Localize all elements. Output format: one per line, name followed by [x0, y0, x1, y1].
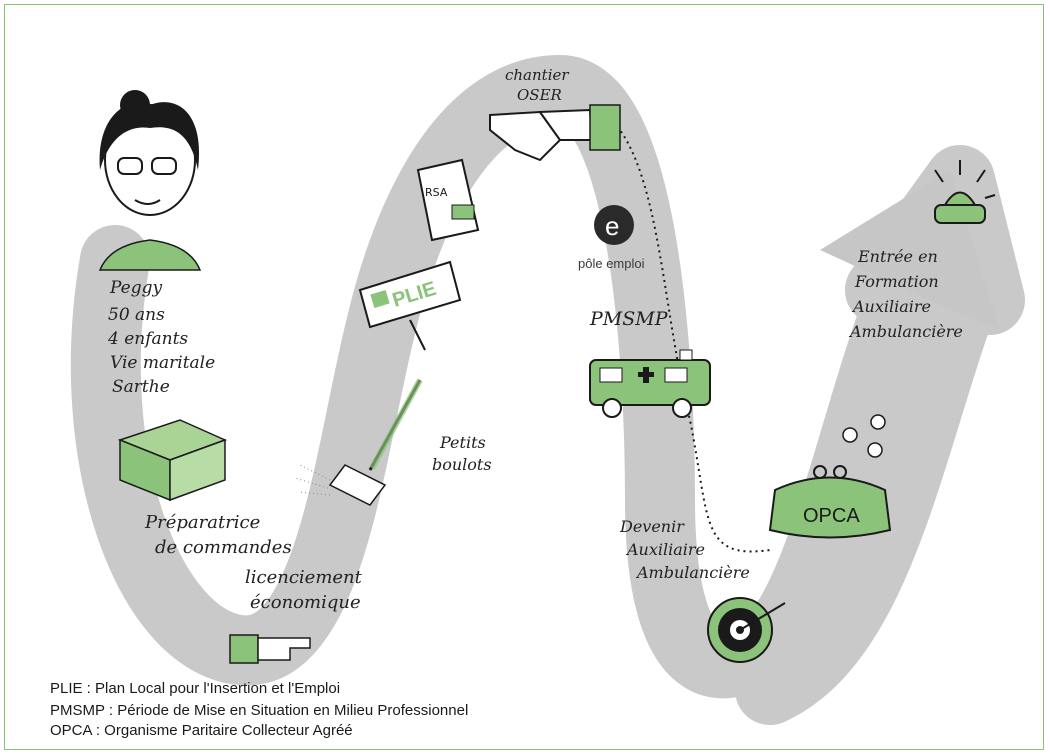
person-details: Peggy 50 ans 4 enfants Vie maritale Sart…	[107, 278, 215, 397]
petty-jobs-line2: boulots	[432, 455, 492, 474]
training-line3: Auxiliaire	[851, 297, 931, 316]
box-icon	[117, 419, 228, 502]
purse-icon: OPCA	[768, 465, 892, 539]
person-marital: Vie maritale	[110, 353, 215, 373]
pointing-hand-icon	[229, 634, 311, 664]
chantier-line1: chantier	[505, 66, 569, 84]
layoff-label-line1: licenciement	[245, 567, 363, 588]
broom-icon	[294, 378, 423, 506]
diagram-frame	[4, 4, 1044, 750]
job1-label-line2: de commandes	[155, 537, 292, 558]
ambulance-icon	[589, 349, 711, 418]
opca-purse-label: OPCA	[803, 505, 860, 527]
person-location: Sarthe	[112, 377, 170, 397]
pole-emploi-label: pôle emploi	[578, 256, 645, 271]
goal-line3: Ambulancière	[635, 563, 750, 582]
person-children: 4 enfants	[107, 329, 188, 349]
career-path-road	[70, 55, 1025, 725]
pole-emploi-logo: e pôle emploi	[578, 205, 645, 271]
training-line4: Ambulancière	[848, 322, 963, 341]
wallet-icon: RSA	[416, 158, 480, 242]
pole-emploi-logo-letter: e	[605, 211, 619, 241]
legend-opca: OPCA : Organisme Paritaire Collecteur Ag…	[50, 722, 353, 739]
person-age: 50 ans	[108, 305, 165, 325]
training-line2: Formation	[854, 272, 939, 291]
siren-icon	[934, 160, 996, 224]
job1-label-line1: Préparatrice	[144, 512, 260, 533]
plie-sign-icon: PLIE	[358, 260, 462, 351]
target-icon	[707, 597, 786, 663]
chantier-line2: OSER	[517, 86, 562, 104]
coin-icon	[842, 414, 886, 458]
petty-jobs-line1: Petits	[439, 433, 486, 452]
legend-plie: PLIE : Plan Local pour l'Insertion et l'…	[50, 680, 341, 697]
handshake-icon	[489, 104, 621, 162]
person-icon	[98, 90, 202, 271]
layoff-label-line2: économique	[250, 592, 361, 613]
legend-pmsmp: PMSMP : Période de Mise en Situation en …	[50, 702, 469, 719]
training-line1: Entrée en	[857, 247, 938, 266]
goal-line2: Auxiliaire	[625, 540, 705, 559]
rsa-label: RSA	[425, 186, 448, 199]
pmsmp-label: PMSMP	[589, 308, 669, 330]
person-name: Peggy	[109, 278, 163, 298]
goal-line1: Devenir	[619, 517, 685, 536]
